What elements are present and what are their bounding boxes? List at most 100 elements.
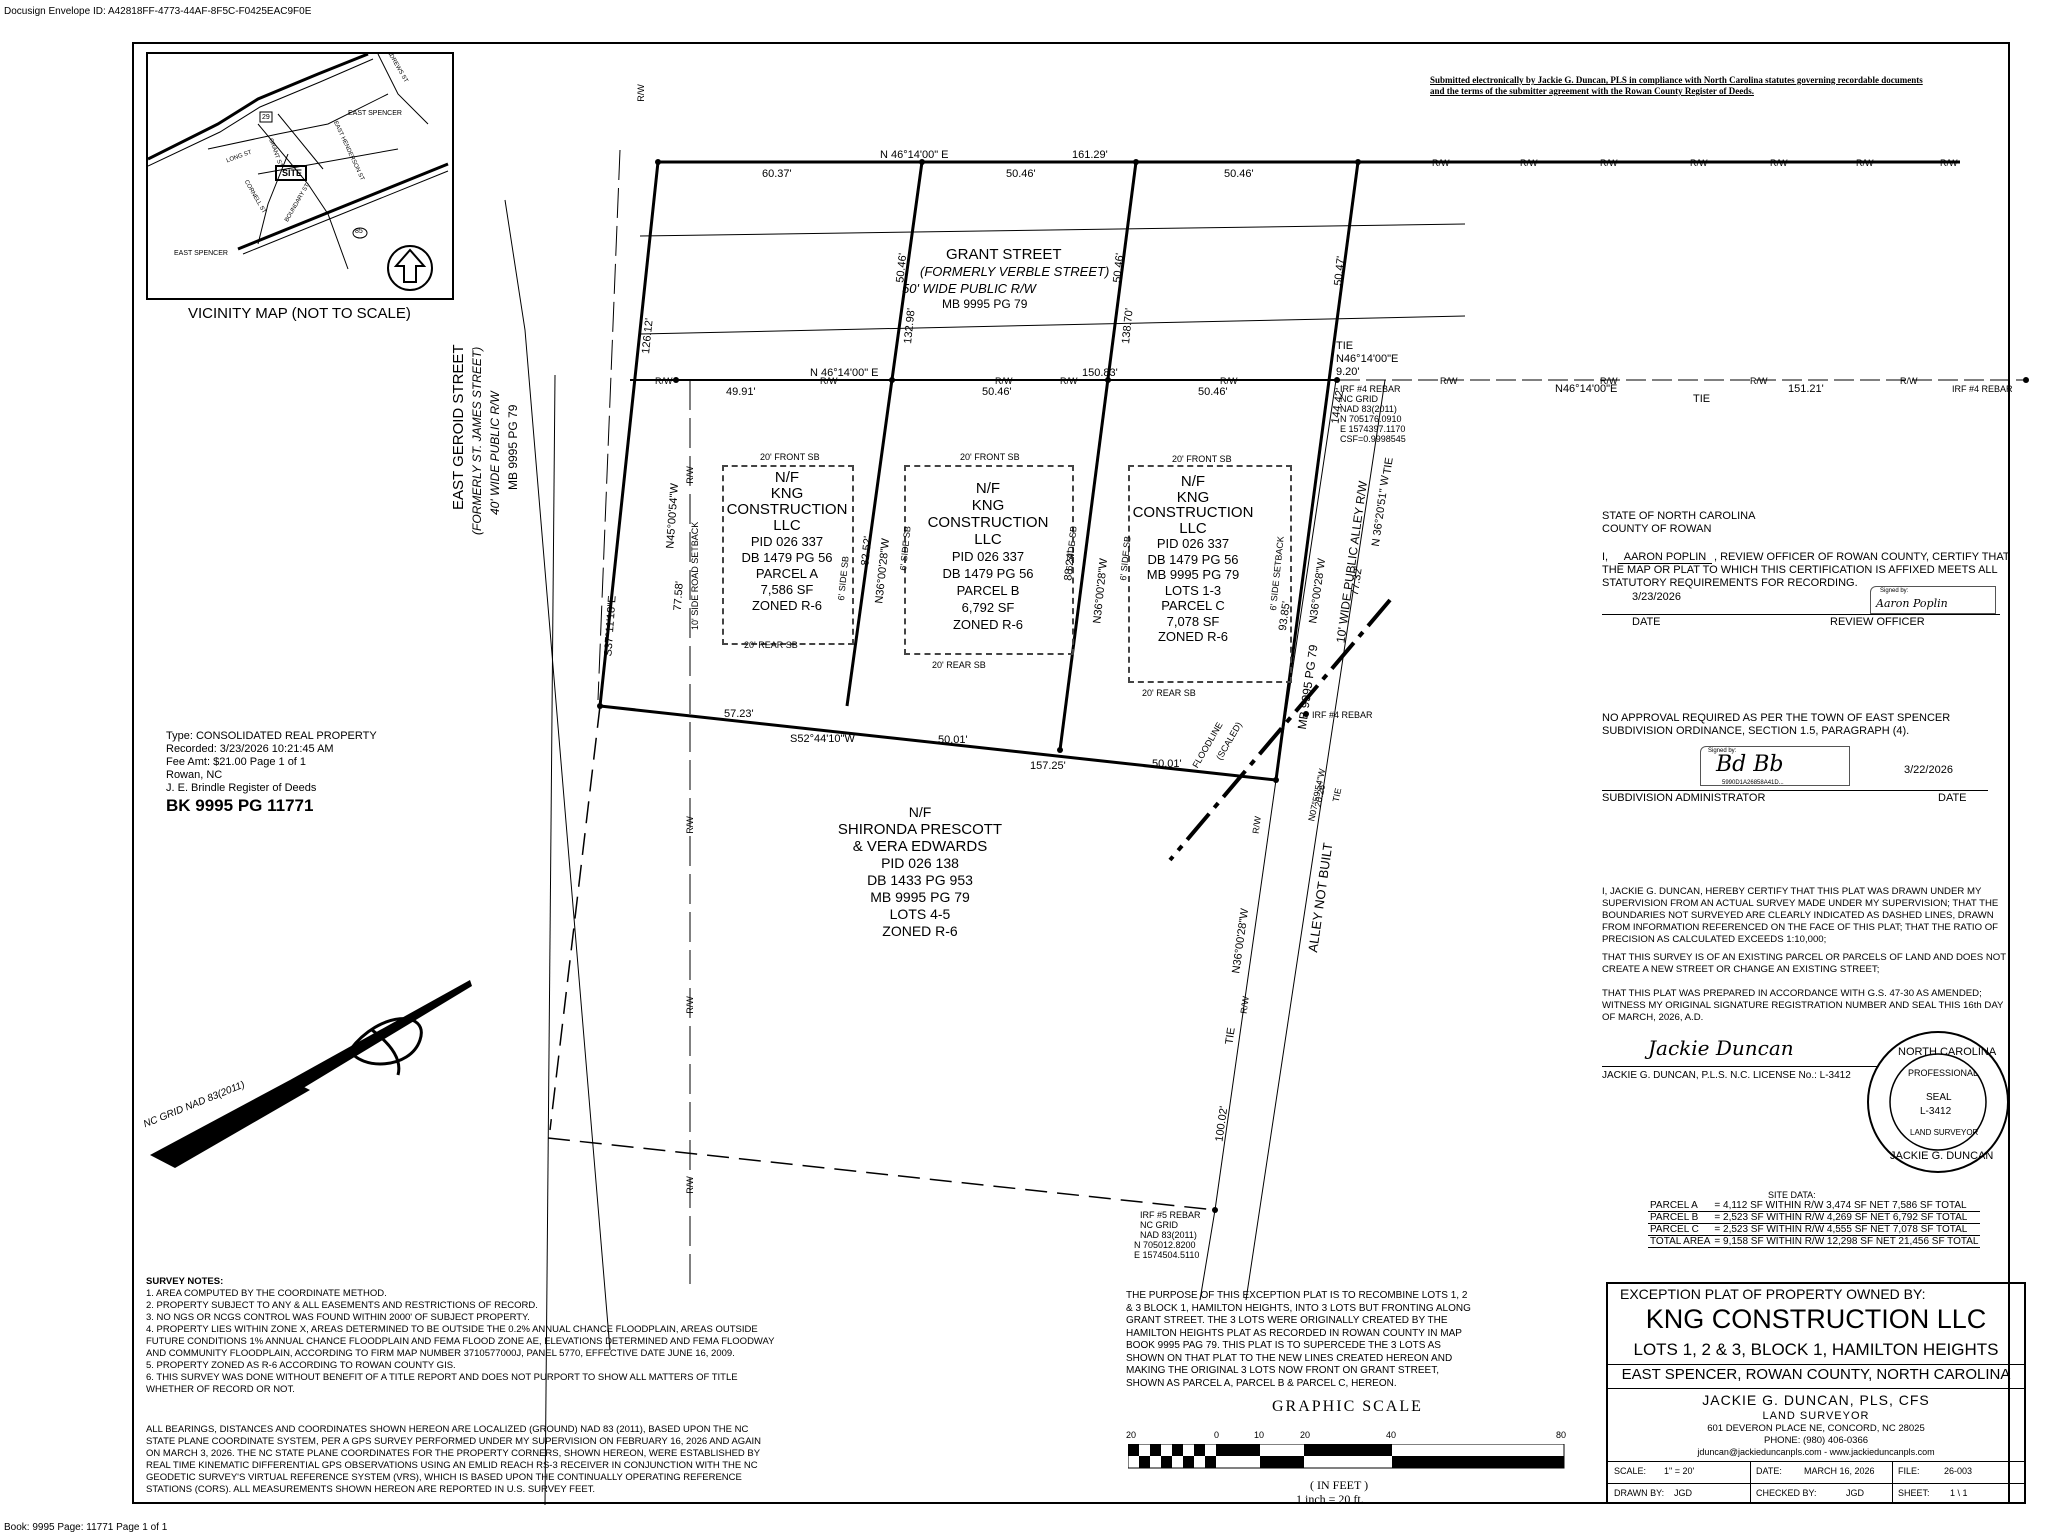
parcel-a-line: PARCEL A (755, 566, 819, 581)
parcel-b-line: ZONED R-6 (952, 617, 1024, 632)
tie-word: TIE (1381, 456, 1396, 476)
approval-signature-id: 5990D1A26858A41D... (1722, 780, 1784, 786)
review-signature-line (1602, 614, 2000, 615)
parcel-c-line: MB 9995 PG 79 (1146, 567, 1240, 582)
title-block-header: EXCEPTION PLAT OF PROPERTY OWNED BY: (1620, 1286, 1926, 1302)
review-cert-line2: THE MAP OR PLAT TO WHICH THIS CERTIFICAT… (1602, 564, 1998, 576)
vicinity-map: EAST SPENCER EAST SPENCER SITE LONG ST G… (146, 52, 454, 300)
rear-segment-2: 50.01' (938, 734, 968, 746)
parcel-c-line: CONSTRUCTION (1132, 504, 1254, 521)
parcel-a-line: PID 026 337 (750, 534, 824, 549)
adjoiner-line: ZONED R-6 (882, 923, 958, 939)
rw-marker: R/W (684, 466, 695, 484)
rw-marker: R/W (635, 84, 646, 102)
rw-marker: R/W (1440, 376, 1458, 386)
row-bearing: N 46°14'00" E (810, 367, 879, 379)
parcel-c-line: LLC (1179, 519, 1207, 537)
review-cert-line1: , REVIEW OFFICER OF ROWAN COUNTY, CERTIF… (1714, 551, 2010, 563)
title-block (1606, 1282, 2026, 1504)
irf-bottom-0: IRF #5 REBAR (1140, 1210, 1201, 1220)
site-data-title: SITE DATA: (1768, 1190, 1816, 1200)
title-block-location: EAST SPENCER, ROWAN COUNTY, NORTH CAROLI… (1621, 1366, 2011, 1383)
adjoiner-line: SHIRONDA PRESCOTT (837, 821, 1003, 838)
geroid-street-name: EAST GEROID STREET (450, 344, 467, 510)
rw-marker: R/W (684, 996, 695, 1014)
recording-stamp: Type: CONSOLIDATED REAL PROPERTY Recorde… (166, 730, 377, 795)
top-bearing: N 46°14'00" E (880, 149, 949, 161)
graphic-scale-bar (1128, 1444, 1565, 1469)
title-block-lots: LOTS 1, 2 & 3, BLOCK 1, HAMILTON HEIGHTS (1633, 1340, 1999, 1359)
top-segment-2: 50.46' (1006, 168, 1036, 180)
review-cert-line3: STATUTORY REQUIREMENTS FOR RECORDING. (1602, 577, 1858, 589)
parcel-b-label: N/F KNG CONSTRUCTION LLC PID 026 337 DB … (906, 480, 1070, 633)
site-data-parcel: PARCEL C (1648, 1223, 1713, 1236)
rw-marker: R/W (1600, 158, 1618, 168)
rw-marker: R/W (1432, 158, 1450, 168)
survey-notes: SURVEY NOTES: 1. AREA COMPUTED BY THE CO… (146, 1276, 776, 1396)
adjoiner-line: N/F (908, 804, 932, 820)
adjoiner-label: N/F SHIRONDA PRESCOTT & VERA EDWARDS PID… (820, 804, 1020, 940)
parcel-a-line: LLC (773, 517, 801, 534)
firm-address: 601 DEVERON PLACE NE, CONCORD, NC 28025 (1707, 1423, 1925, 1434)
sheet-frame (132, 42, 2010, 1504)
setback-front-b: 20' FRONT SB (960, 452, 1020, 462)
date-label: DATE: (1756, 1466, 1782, 1476)
vicinity-route-85: 85 (355, 228, 363, 235)
review-county: COUNTY OF ROWAN (1602, 523, 1712, 535)
adjoiner-line: PID 026 138 (881, 855, 959, 871)
review-signed-by: Signed by: (1880, 588, 1909, 594)
vicinity-caption: VICINITY MAP (NOT TO SCALE) (188, 305, 411, 322)
tie-top-label: TIE (1336, 340, 1354, 352)
adjoiner-line: DB 1433 PG 953 (867, 872, 973, 888)
approval-signature-line (1602, 790, 1988, 791)
firm-name: JACKIE G. DUNCAN, PLS, CFS (1702, 1392, 1930, 1408)
surveyor-cert-p1: I, JACKIE G. DUNCAN, HEREBY CERTIFY THAT… (1602, 886, 1999, 945)
seal-inner-text: PROFESSIONAL (1908, 1068, 1979, 1078)
irf-top-2: NAD 83(2011) (1340, 404, 1397, 414)
firm-role: LAND SURVEYOR (1762, 1410, 1870, 1422)
setback-rear-c: 20' REAR SB (1142, 688, 1196, 698)
submitted-note-line1: Submitted electronically by Jackie G. Du… (1430, 75, 1923, 85)
seal-word: SEAL (1926, 1092, 1952, 1103)
title-block-col-divider (1892, 1461, 1893, 1504)
irf-bottom-1: NC GRID (1140, 1220, 1178, 1230)
review-officer-label: REVIEW OFFICER (1830, 616, 1925, 628)
rw-marker: R/W (655, 376, 673, 386)
seal-top-text: NORTH CAROLINA (1898, 1046, 1997, 1058)
submitted-note-line2: and the terms of the submitter agreement… (1430, 86, 1754, 96)
parcel-c-line: N/F (1180, 473, 1206, 490)
parcel-a-line: DB 1479 PG 56 (741, 550, 833, 565)
adjoiner-line: MB 9995 PG 79 (870, 889, 970, 905)
scale-value: 1" = 20' (1664, 1466, 1695, 1476)
site-data-values: = 2,523 SF WITHIN R/W 4,269 SF NET 6,792… (1712, 1211, 1981, 1224)
vicinity-label-east-spencer-1: EAST SPENCER (348, 110, 402, 117)
parcel-c-line: ZONED R-6 (1157, 629, 1229, 644)
parcel-a-line: ZONED R-6 (751, 598, 823, 613)
drawn-by-label: DRAWN BY: (1614, 1488, 1665, 1498)
geroid-street-mb: MB 9995 PG 79 (506, 404, 520, 490)
title-block-divider (1606, 1483, 2026, 1484)
rw-marker: R/W (1060, 376, 1078, 386)
file-value: 26-003 (1944, 1466, 1973, 1476)
setback-rear-a: 20' REAR SB (744, 640, 798, 650)
scale-label: SCALE: (1614, 1466, 1647, 1476)
survey-note-item: 3. NO NGS OR NCGS CONTROL WAS FOUND WITH… (146, 1312, 530, 1323)
parcel-b-line: KNG (971, 497, 1005, 514)
title-block-divider (1606, 1461, 2026, 1462)
lower-tie: TIE (1223, 1026, 1238, 1046)
irf-top-0: IRF #4 REBAR (1340, 384, 1401, 394)
rw-marker: R/W (995, 376, 1013, 386)
irf-bottom-2: NAD 83(2011) (1140, 1230, 1197, 1240)
vicinity-label-east-spencer-2: EAST SPENCER (174, 250, 228, 257)
surveyor-name-line: JACKIE G. DUNCAN, P.L.S. N.C. LICENSE No… (1602, 1070, 1851, 1081)
irf-bottom-4: E 1574504.5110 (1134, 1250, 1200, 1260)
scale-tick-label: 10 (1254, 1430, 1265, 1440)
review-signature-box (1870, 586, 1996, 614)
surveyor-cert-p2: THAT THIS SURVEY IS OF AN EXISTING PARCE… (1602, 952, 2006, 975)
parcel-b-line: N/F (975, 480, 1001, 497)
surveyor-signature: Jackie Duncan (1648, 1036, 1794, 1060)
right-bearing: N46°14'00"E (1555, 383, 1618, 395)
rw-marker: R/W (1520, 158, 1538, 168)
row-segment-1: 49.91' (726, 386, 756, 398)
irf-top-1: NC GRID (1340, 394, 1378, 404)
